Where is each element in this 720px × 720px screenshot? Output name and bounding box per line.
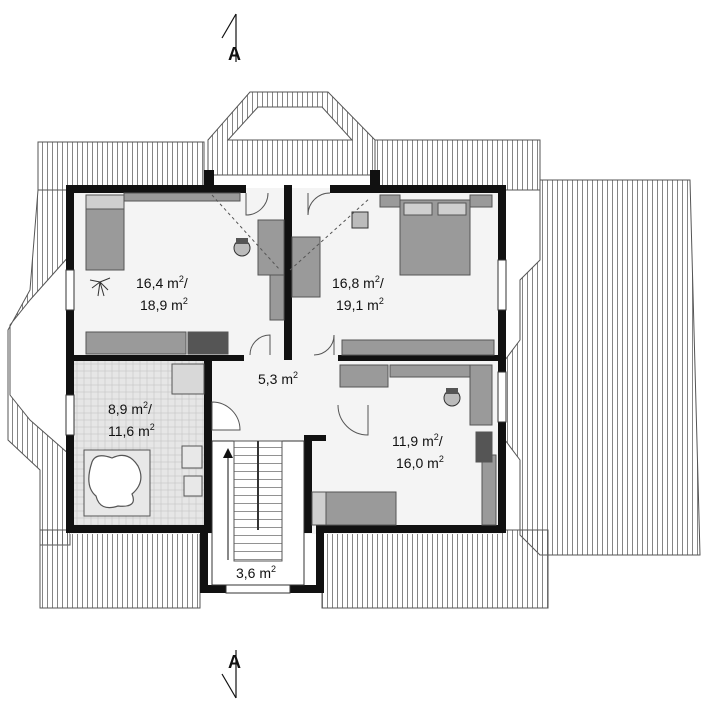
area-unit-superscript: 2 — [179, 274, 184, 284]
desk-2 — [291, 236, 321, 298]
shelf-3 — [389, 364, 479, 378]
room-label-bathroom: 8,9 m2/ 11,6 m2 — [108, 400, 155, 439]
roof-left-hip — [7, 189, 71, 546]
room-label-bedroom-2: 16,8 m2/ 19,1 m2 — [332, 274, 384, 313]
chair-2-icon — [351, 211, 369, 229]
bay-window-glass — [226, 106, 354, 141]
chair-1-icon — [233, 238, 251, 257]
shower — [171, 363, 205, 395]
desk-3 — [339, 364, 389, 388]
area-unit-superscript: 2 — [150, 422, 155, 432]
area-unit-superscript: 2 — [143, 400, 148, 410]
nightstand-2b — [379, 194, 401, 208]
room-label-stairs: 3,6 m2 — [236, 564, 276, 581]
svg-text:16,4 m2/: 16,4 m2/ — [136, 274, 188, 291]
section-marker-bottom: A — [221, 650, 241, 699]
area-unit-superscript: 2 — [293, 370, 298, 380]
wardrobe-3 — [481, 454, 497, 526]
section-marker-top: A — [221, 13, 241, 64]
svg-text:11,6 m2: 11,6 m2 — [108, 422, 155, 439]
roof-right-large — [504, 179, 701, 556]
room-label-hall: 5,3 m2 — [258, 370, 298, 387]
svg-text:19,1 m2: 19,1 m2 — [336, 296, 384, 313]
nightstand-2 — [469, 194, 493, 208]
svg-text:16,8 m2/: 16,8 m2/ — [332, 274, 384, 291]
section-label-bottom: A — [228, 652, 241, 672]
cabinet-3 — [475, 431, 493, 463]
area-unit-superscript: 2 — [379, 296, 384, 306]
windows — [65, 259, 507, 594]
desk-3b — [469, 364, 493, 426]
wardrobe-1 — [85, 331, 187, 355]
chair-3-icon — [443, 388, 461, 407]
roof-top-right — [374, 139, 541, 191]
svg-text:18,9 m2: 18,9 m2 — [140, 296, 188, 313]
area-unit-superscript: 2 — [434, 432, 439, 442]
roof-top-left — [37, 141, 205, 191]
plant-icon — [89, 277, 111, 297]
walls — [66, 170, 506, 593]
roof-bottom-right — [321, 529, 549, 609]
svg-text:5,3 m2: 5,3 m2 — [258, 370, 298, 387]
svg-text:11,9 m2/: 11,9 m2/ — [392, 432, 443, 449]
room-label-bedroom-3: 11,9 m2/ 16,0 m2 — [392, 432, 444, 471]
area-unit-superscript: 2 — [375, 274, 380, 284]
area-unit-superscript: 2 — [439, 454, 444, 464]
area-unit-superscript: 2 — [183, 296, 188, 306]
svg-text:3,6 m2: 3,6 m2 — [236, 564, 276, 581]
bathtub-icon — [88, 454, 142, 509]
cabinet-1 — [187, 331, 229, 355]
section-label-top: A — [228, 44, 241, 64]
roof — [7, 91, 701, 609]
roof-bottom-left — [39, 529, 201, 609]
desk-1 — [257, 219, 285, 276]
stair-arrow — [223, 448, 233, 458]
desk-1b — [269, 274, 285, 321]
area-unit-superscript: 2 — [271, 564, 276, 574]
wardrobe-2 — [341, 339, 495, 356]
shelf-1 — [123, 192, 241, 202]
toilet — [181, 445, 203, 469]
svg-text:16,0 m2: 16,0 m2 — [396, 454, 444, 471]
room-label-bedroom-1: 16,4 m2/ 18,9 m2 — [136, 274, 188, 313]
staircase — [211, 440, 305, 586]
doors — [211, 192, 371, 436]
bidet — [183, 475, 203, 497]
svg-text:8,9 m2/: 8,9 m2/ — [108, 400, 152, 417]
